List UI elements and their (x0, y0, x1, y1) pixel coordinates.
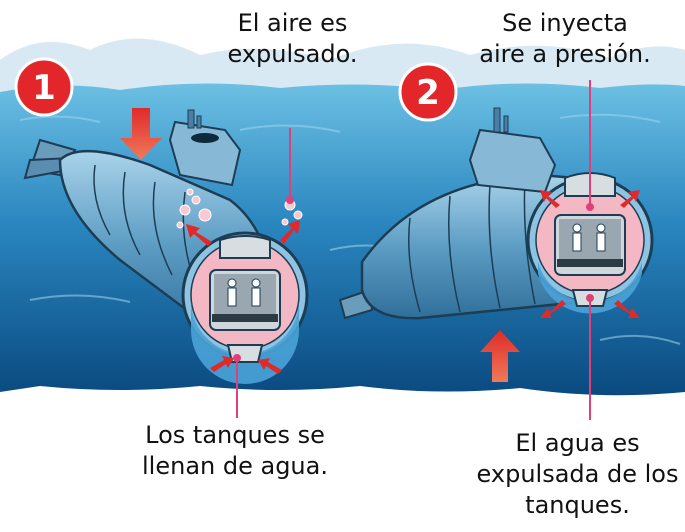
air-out-arrows (186, 220, 300, 246)
caption-air-expelled: El aire es expulsado. (200, 8, 385, 70)
caption-air-injected: Se inyecta aire a presión. (470, 8, 660, 70)
dive-arrow (120, 108, 162, 160)
air-in-arrows (540, 190, 640, 208)
water-in-arrows (210, 356, 282, 374)
caption-air-injected-line-2: aire a presión. (479, 40, 651, 68)
caption-tanks-fill-line-2: llenan de agua. (142, 452, 328, 480)
crew-figures-2 (572, 223, 606, 252)
caption-water-expelled: El agua es expulsada de los tanques. (470, 428, 685, 521)
step-number-2: 2 (416, 73, 440, 113)
surface-arrow (480, 330, 520, 382)
caption-air-expelled-line-1: El aire es (237, 9, 348, 37)
air-bubbles (176, 188, 303, 229)
cloud-band (0, 38, 685, 95)
caption-air-injected-line-1: Se inyecta (502, 9, 628, 37)
caption-water-expelled-line-2: expulsada de los (476, 460, 679, 488)
step-badge-1: 1 (14, 57, 74, 117)
caption-air-expelled-line-2: expulsado. (227, 40, 358, 68)
water-ripples (19, 113, 681, 345)
step-badge-2: 2 (398, 62, 458, 122)
caption-water-expelled-line-1: El agua es (515, 429, 640, 457)
submarine-diving (23, 109, 309, 384)
section-diving (181, 231, 309, 384)
section-surfacing (526, 172, 654, 314)
crew-figures (227, 278, 261, 307)
caption-tanks-fill-line-1: Los tanques se (145, 421, 325, 449)
submarine-surfacing (338, 107, 654, 320)
pointer-lines (233, 80, 594, 420)
caption-water-expelled-line-3: tanques. (525, 491, 630, 519)
water-out-arrows (540, 300, 640, 318)
caption-tanks-fill: Los tanques se llenan de agua. (120, 420, 350, 482)
step-number-1: 1 (32, 68, 56, 108)
